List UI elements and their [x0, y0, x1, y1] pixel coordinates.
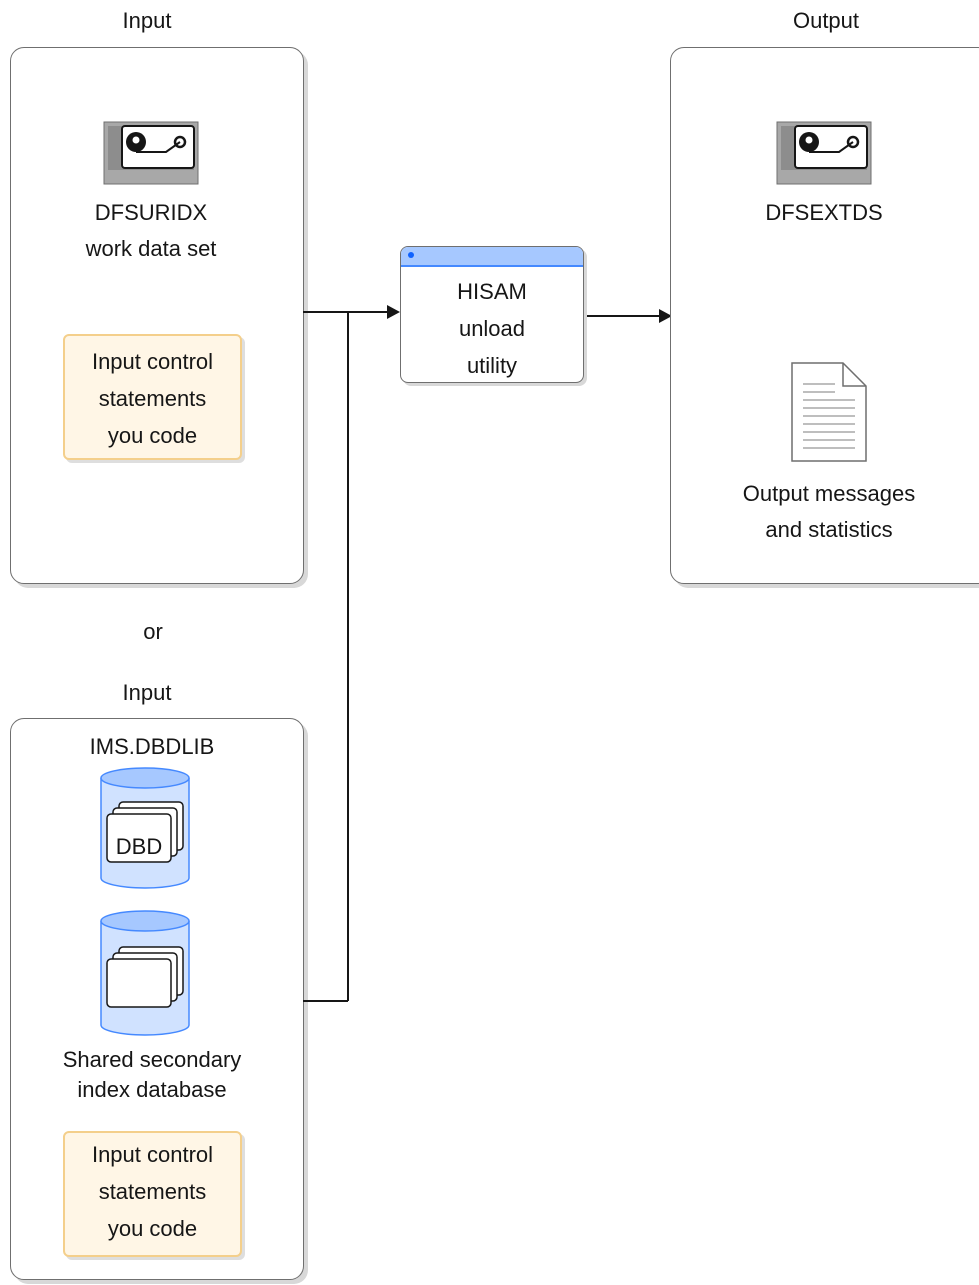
control-line-3: you code — [107, 423, 198, 448]
control-statements-note-bottom: Input control statements you code — [63, 1131, 242, 1257]
or-label: or — [143, 619, 163, 644]
document-icon — [791, 362, 867, 462]
control-line-2: statements — [98, 386, 207, 411]
utility-label: HISAM unload utility — [401, 267, 583, 382]
utility-line-2: unload — [458, 316, 526, 341]
database-label-line-1: Shared secondary — [62, 1047, 242, 1072]
control-line-1: Input control — [91, 1142, 214, 1167]
tape-reel-icon — [776, 121, 872, 185]
control-line-1: Input control — [91, 349, 214, 374]
control-statements-note-top: Input control statements you code — [63, 334, 242, 460]
connector-vertical — [347, 311, 349, 1001]
tape-label-line-2: work data set — [85, 236, 217, 261]
utility-line-3: utility — [466, 353, 518, 378]
input-top-title: Input — [122, 8, 172, 33]
output-tape-label: DFSEXTDS — [765, 200, 883, 225]
control-line-2: statements — [98, 1179, 207, 1204]
output-messages-line-2: and statistics — [765, 517, 893, 542]
input-bottom-title: Input — [122, 680, 172, 705]
window-title-bar — [401, 247, 583, 267]
utility-line-1: HISAM — [457, 279, 527, 304]
output-title: Output — [792, 8, 860, 33]
dbd-card-label: DBD — [115, 834, 163, 859]
database-label-line-2: index database — [77, 1077, 227, 1102]
connector-bottom-input — [303, 1000, 348, 1002]
database-cylinder-icon — [100, 910, 190, 1036]
program-window-icon: HISAM unload utility — [400, 246, 584, 383]
database-cylinder-icon — [100, 767, 190, 889]
control-line-3: you code — [107, 1216, 198, 1241]
window-dot — [408, 252, 414, 258]
tape-label-line-1: DFSURIDX — [94, 200, 208, 225]
connector-top-input — [303, 311, 395, 313]
arrowhead-to-utility — [387, 305, 400, 319]
connector-to-output — [583, 315, 663, 317]
output-messages-line-1: Output messages — [742, 481, 916, 506]
arrowhead-to-output — [659, 309, 672, 323]
tape-reel-icon — [103, 121, 199, 185]
dbdlib-label: IMS.DBDLIB — [89, 734, 215, 759]
